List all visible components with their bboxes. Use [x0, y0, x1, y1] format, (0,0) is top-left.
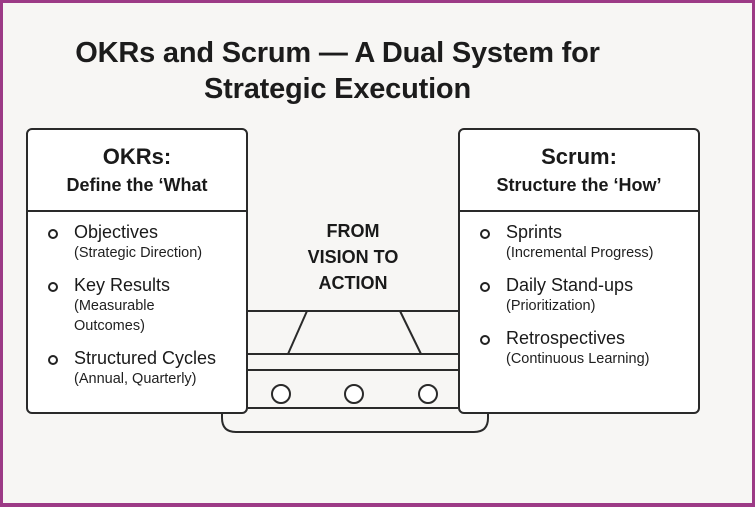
- item-title: Daily Stand-ups: [506, 275, 634, 295]
- center-label: FROM VISION TO ACTION: [268, 218, 438, 296]
- diagram-title-line1: OKRs and Scrum — A Dual System for: [75, 37, 600, 69]
- bullet-circle-icon: [480, 282, 490, 292]
- item-subtitle: (Prioritization): [506, 298, 596, 314]
- item-subtitle-line2: Outcomes): [74, 318, 145, 334]
- bridge-wheel-1: [271, 384, 291, 404]
- okrs-heading: OKRs:: [102, 144, 172, 169]
- okrs-panel-header: OKRs: Define the ‘What: [28, 130, 246, 212]
- okrs-subheading: Define the ‘What: [66, 175, 208, 195]
- okrs-panel: OKRs: Define the ‘What Objectives (Strat…: [26, 128, 248, 414]
- center-label-line2: VISION TO: [307, 247, 399, 267]
- scrum-panel: Scrum: Structure the ‘How’ Sprints (Incr…: [458, 128, 700, 414]
- item-title: Retrospectives: [506, 328, 626, 348]
- scrum-subheading: Structure the ‘How’: [496, 175, 662, 195]
- bridge-support-right: [399, 310, 422, 355]
- center-label-line3: ACTION: [318, 273, 388, 293]
- item-subtitle: (Strategic Direction): [74, 245, 203, 261]
- bridge-base-tray: [221, 402, 489, 433]
- okrs-item-key-results: Key Results (Measurable Outcomes): [28, 275, 246, 336]
- item-subtitle: (Continuous Learning): [506, 351, 650, 367]
- scrum-item-daily-standups: Daily Stand-ups (Prioritization): [460, 275, 698, 316]
- item-subtitle: (Incremental Progress): [506, 245, 654, 261]
- center-label-line1: FROM: [326, 221, 380, 241]
- bullet-circle-icon: [480, 335, 490, 345]
- scrum-item-retrospectives: Retrospectives (Continuous Learning): [460, 328, 698, 369]
- item-subtitle: (Measurable: [74, 298, 155, 314]
- okrs-item-structured-cycles: Structured Cycles (Annual, Quarterly): [28, 348, 246, 389]
- item-subtitle: (Annual, Quarterly): [74, 371, 197, 387]
- bullet-circle-icon: [48, 282, 58, 292]
- scrum-heading: Scrum:: [541, 144, 617, 169]
- okrs-item-list: Objectives (Strategic Direction) Key Res…: [28, 222, 246, 401]
- scrum-item-list: Sprints (Incremental Progress) Daily Sta…: [460, 222, 698, 381]
- scrum-item-sprints: Sprints (Incremental Progress): [460, 222, 698, 263]
- bridge-wheel-3: [418, 384, 438, 404]
- item-title: Objectives: [74, 222, 159, 242]
- diagram-title-line2: Strategic Execution: [204, 73, 471, 105]
- bullet-circle-icon: [48, 229, 58, 239]
- okrs-item-objectives: Objectives (Strategic Direction): [28, 222, 246, 263]
- bullet-circle-icon: [480, 229, 490, 239]
- item-title: Key Results: [74, 275, 171, 295]
- scrum-panel-header: Scrum: Structure the ‘How’: [460, 130, 698, 212]
- bridge-support-left: [287, 310, 308, 355]
- bullet-circle-icon: [48, 355, 58, 365]
- item-title: Structured Cycles: [74, 348, 217, 368]
- bridge-wheel-2: [344, 384, 364, 404]
- item-title: Sprints: [506, 222, 563, 242]
